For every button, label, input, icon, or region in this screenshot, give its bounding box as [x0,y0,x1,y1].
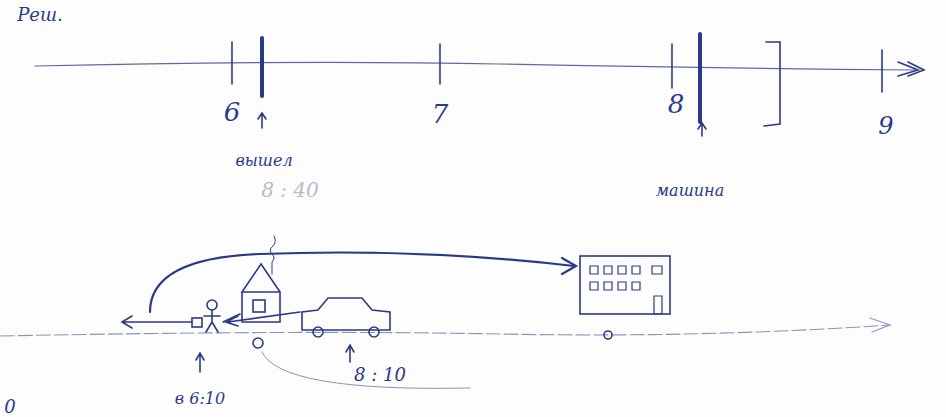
trip-arc [150,253,574,313]
bracket [764,42,780,126]
pointer-arrow [258,113,266,128]
car-arrow [226,312,300,326]
tick-number: 7 [432,99,449,129]
corner-mark: 0 [4,396,15,417]
tick-number: 6 [224,97,241,127]
tick [881,50,883,92]
bag [192,318,202,327]
time-note: 8 : 10 [354,364,406,385]
tick [671,44,673,88]
tick-number: 9 [878,112,893,140]
road-arrowhead [870,318,890,332]
pointer-arrow [346,345,354,362]
time-note: в 6:10 [175,389,225,408]
house-window [253,300,265,312]
trip-arrowhead [562,258,576,274]
axis-arrowhead [898,62,924,76]
road-line [0,325,890,336]
event-label: вышел [235,151,292,170]
house [242,264,280,322]
tick-number: 8 [668,89,685,119]
car-wheel [369,327,379,337]
car-wheel [313,327,323,337]
event-label: машина [656,181,724,200]
walk-arrow [122,316,192,328]
person-body [204,310,220,332]
origin-point [253,338,263,348]
school-point [604,331,612,339]
building-windows [590,266,662,314]
pointer-arrow [698,123,706,136]
timeline-axis [35,62,915,70]
person-head [207,300,217,310]
sketch-curve [262,352,470,388]
event-mark [260,38,264,96]
smoke [270,236,275,274]
building [580,256,670,314]
event-mark [698,34,702,122]
pointer-arrow [196,353,204,372]
tick [231,42,233,84]
time-note: 8 : 40 [261,178,319,202]
car-body [302,298,390,330]
heading-note: Реш. [17,4,63,25]
tick [439,44,441,84]
